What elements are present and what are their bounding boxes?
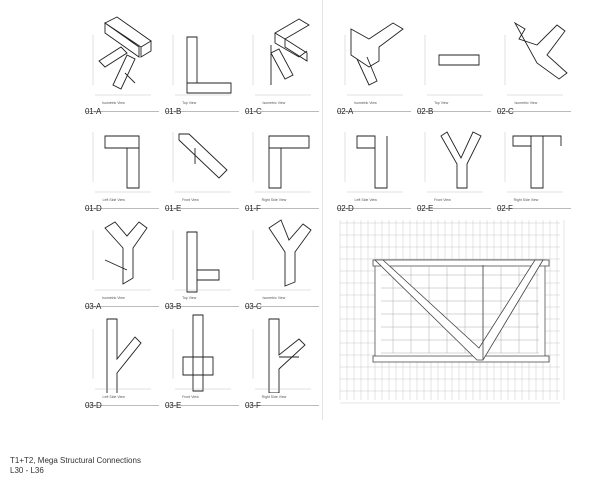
view-01-d: 01-DLeft Side View	[85, 112, 163, 213]
view-03-b: 03-BTop View	[165, 210, 243, 311]
connection-drawing	[424, 131, 483, 193]
view-label: 03-AIsometric View	[85, 296, 159, 311]
view-name: Front View	[182, 198, 199, 202]
view-code: 02-F	[497, 204, 513, 213]
view-name: Isometric View	[514, 101, 538, 105]
view-name: Isometric View	[262, 296, 286, 300]
connection-drawing	[252, 132, 311, 193]
view-03-c: 03-CIsometric View	[245, 210, 323, 311]
view-label: 01-BTop View	[165, 101, 239, 116]
view-code: 01-B	[165, 107, 182, 116]
view-03-d: 03-DLeft Side View	[85, 309, 163, 410]
connection-drawing	[92, 132, 151, 193]
view-name: Isometric View	[102, 296, 125, 300]
connection-drawing	[344, 132, 403, 193]
view-code: 03-B	[165, 302, 182, 311]
view-code: 01-E	[165, 204, 182, 213]
view-03-e: 03-EFront View	[165, 309, 243, 410]
view-code: 01-C	[245, 107, 262, 116]
view-name: Left Side View	[354, 198, 377, 202]
view-label: 03-FRight Side View	[245, 395, 319, 410]
view-01-e: 01-EFront View	[165, 112, 243, 213]
view-01-c: 01-CIsometric View	[245, 15, 323, 116]
view-name: Front View	[434, 198, 451, 202]
view-label: 01-CIsometric View	[245, 101, 319, 116]
view-01-a: 01-AIsometric View	[85, 15, 163, 116]
sheet-levels: L30 - L36	[10, 466, 44, 475]
view-code: 02-B	[417, 107, 434, 116]
connection-drawing	[344, 22, 404, 96]
view-label: 01-DLeft Side View	[85, 198, 159, 213]
view-02-e: 02-EFront View	[417, 112, 495, 213]
connection-drawing	[172, 314, 231, 392]
view-label: 03-CIsometric View	[245, 296, 319, 311]
connection-drawing	[504, 132, 563, 193]
view-code: 03-A	[85, 302, 102, 311]
view-name: Right Side View	[261, 395, 287, 399]
view-03-a: 03-AIsometric View	[85, 210, 163, 311]
view-name: Left Side View	[102, 198, 125, 202]
view-code: 02-E	[417, 204, 434, 213]
view-code: 02-D	[337, 204, 354, 213]
view-label: 03-EFront View	[165, 395, 239, 410]
view-02-c: 02-CIsometric View	[497, 15, 575, 116]
view-code: 03-D	[85, 401, 102, 410]
connection-drawing	[92, 318, 151, 393]
view-name: Isometric View	[354, 101, 377, 105]
view-label: 01-EFront View	[165, 198, 239, 213]
view-code: 01-A	[85, 107, 102, 116]
view-name: Top View	[182, 296, 197, 300]
connection-drawing	[92, 221, 151, 291]
view-02-d: 02-DLeft Side View	[337, 112, 415, 213]
view-name: Top View	[434, 101, 449, 105]
connection-drawing	[92, 16, 152, 96]
view-label: 02-FRight Side View	[497, 198, 571, 213]
view-label: 02-DLeft Side View	[337, 198, 411, 213]
view-label: 02-EFront View	[417, 198, 491, 213]
connection-drawing	[424, 35, 483, 96]
view-name: Right Side View	[513, 198, 539, 202]
view-name: Top View	[182, 101, 197, 105]
connection-drawing	[252, 318, 311, 393]
view-code: 03-E	[165, 401, 182, 410]
view-label: 01-AIsometric View	[85, 101, 159, 116]
view-02-f: 02-FRight Side View	[497, 112, 575, 213]
connection-drawing	[172, 35, 232, 96]
connection-drawing	[252, 219, 312, 291]
view-code: 03-C	[245, 302, 262, 311]
sheet-divider	[322, 0, 323, 420]
view-label: 02-AIsometric View	[337, 101, 411, 116]
view-label: 03-BTop View	[165, 296, 239, 311]
view-02-b: 02-BTop View	[417, 15, 495, 116]
view-name: Front View	[182, 395, 199, 399]
view-01-f: 01-FRight Side View	[245, 112, 323, 213]
view-01-b: 01-BTop View	[165, 15, 243, 116]
view-name: Isometric View	[262, 101, 286, 105]
connection-drawing	[504, 21, 568, 96]
sheet-title: T1+T2, Mega Structural Connections	[10, 456, 141, 465]
view-code: 03-F	[245, 401, 261, 410]
key-plan-drawing	[339, 220, 565, 404]
view-02-a: 02-AIsometric View	[337, 15, 415, 116]
view-label: 01-FRight Side View	[245, 198, 319, 213]
view-label: 02-CIsometric View	[497, 101, 571, 116]
connection-drawing	[252, 18, 311, 96]
connection-drawing	[172, 132, 231, 193]
connection-drawing	[172, 230, 231, 293]
view-name: Left Side View	[102, 395, 125, 399]
view-03-f: 03-FRight Side View	[245, 309, 323, 410]
view-label: 03-DLeft Side View	[85, 395, 159, 410]
view-name: Right Side View	[261, 198, 287, 202]
view-code: 01-F	[245, 204, 261, 213]
view-code: 02-C	[497, 107, 514, 116]
view-code: 01-D	[85, 204, 102, 213]
view-name: Isometric View	[102, 101, 125, 105]
sheet-title-block: T1+T2, Mega Structural Connections L30 -…	[10, 456, 141, 476]
view-label: 02-BTop View	[417, 101, 491, 116]
view-code: 02-A	[337, 107, 354, 116]
